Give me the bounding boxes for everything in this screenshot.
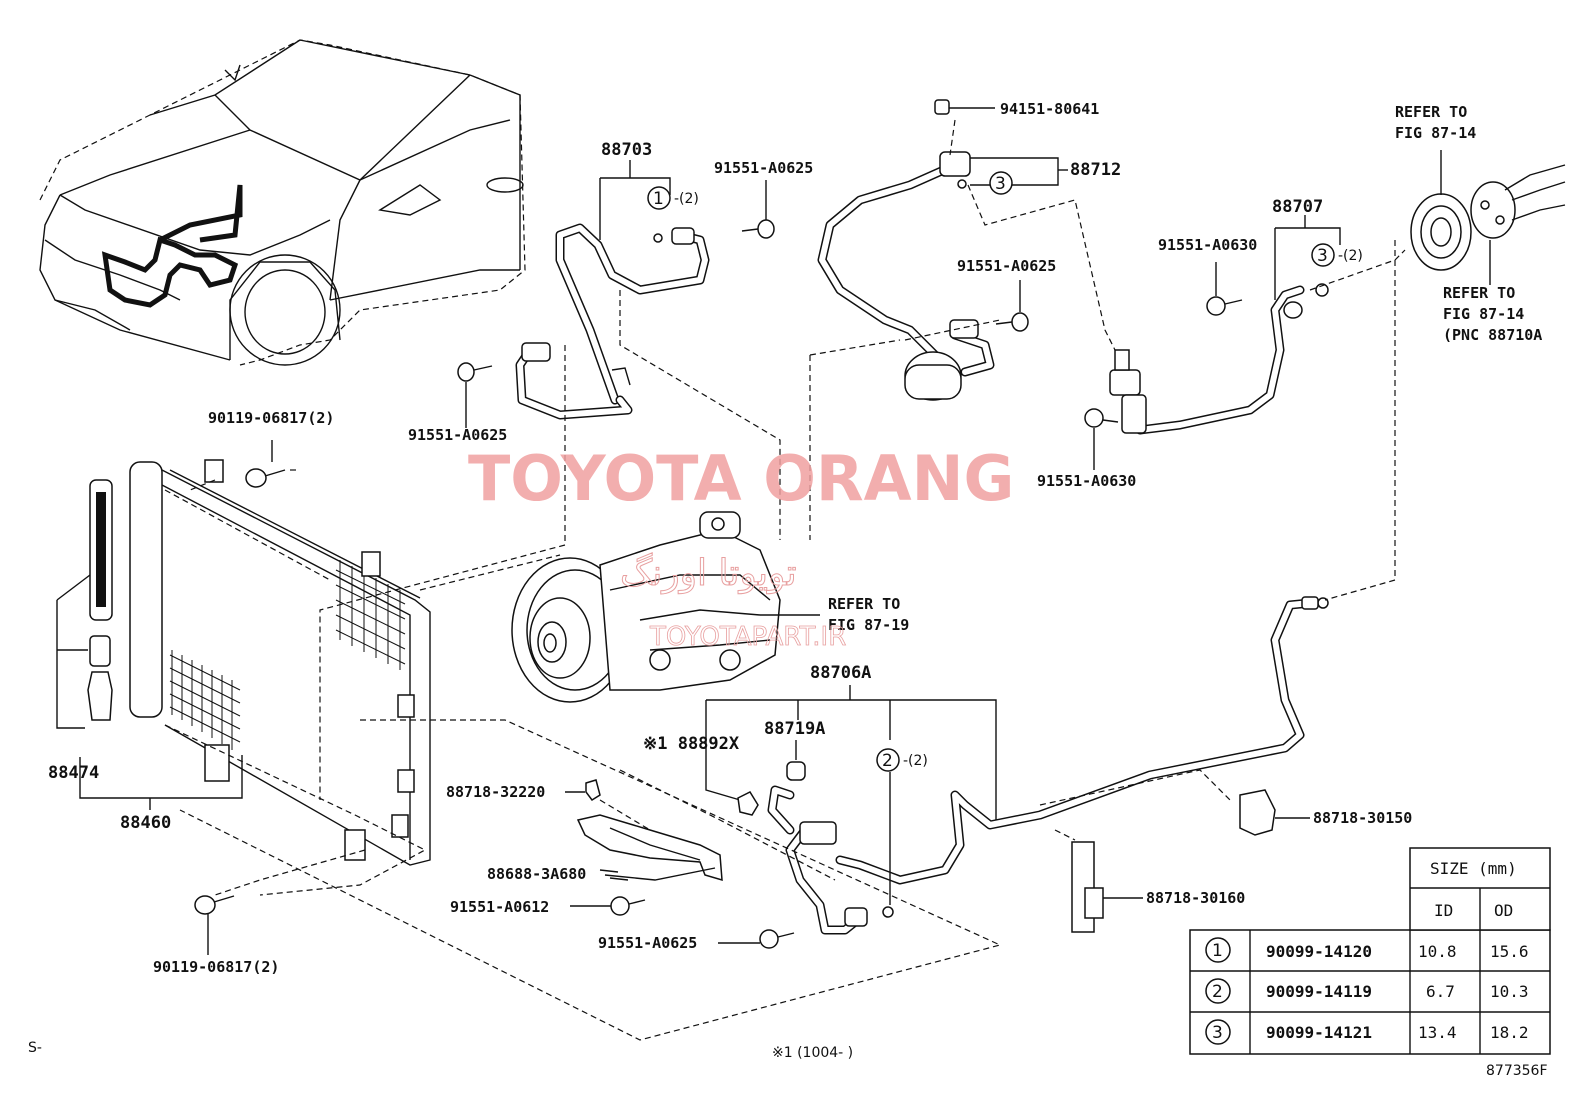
marker-circle-1: 1 -(2) [647, 186, 699, 210]
hose-88703 [515, 223, 710, 420]
clamp-88892x [737, 791, 759, 816]
label-91551-a0625-left: 91551-A0625 [408, 426, 507, 444]
label-88719a: 88719A [764, 719, 825, 739]
bolt-91551-a0625-mid [995, 280, 1029, 332]
label-fig-87-14-b: FIG 87-14 [1443, 305, 1524, 323]
figure-code: 877356F [1486, 1063, 1548, 1079]
table-row: 1 90099-14120 10.8 15.6 [1205, 937, 1529, 963]
svg-text:10.3: 10.3 [1490, 982, 1529, 1001]
label-91551-a0625-mid: 91551-A0625 [957, 257, 1056, 275]
hose-88712 [817, 99, 1068, 401]
label-fig-87-19: FIG 87-19 [828, 616, 909, 634]
label-91551-a0625-top: 91551-A0625 [714, 159, 813, 177]
label-94151-80641: 94151-80641 [1000, 100, 1099, 118]
svg-text:1: 1 [1212, 941, 1223, 961]
label-91551-a0612: 91551-A0612 [450, 898, 549, 916]
bolt-91551-a0625-left [457, 362, 493, 428]
bolt-91551-a0612 [570, 896, 646, 916]
bolt-90119-top [245, 440, 286, 488]
watermark-title: TOYOTA ORANG [468, 442, 1014, 515]
label-91551-a0630-bottom: 91551-A0630 [1037, 472, 1136, 490]
label-88712: 88712 [1070, 160, 1121, 180]
bolt-91551-a0630-bottom [1084, 408, 1119, 470]
label-88706a: 88706A [810, 663, 871, 683]
marker-circle-3-right: 3 -(2) [1311, 243, 1363, 267]
label-90119-top: 90119-06817(2) [208, 409, 334, 427]
footnote-1004: ※1 (1004- ) [772, 1045, 853, 1061]
label-90119-bottom: 90119-06817(2) [153, 958, 279, 976]
label-91551-a0630-top: 91551-A0630 [1158, 236, 1257, 254]
bracket-88718-30160 [1071, 841, 1143, 933]
label-88718-30160: 88718-30160 [1146, 889, 1245, 907]
expansion-valve [1410, 150, 1566, 285]
svg-text:3: 3 [995, 174, 1006, 194]
svg-text:-(2): -(2) [1338, 248, 1363, 264]
s-mark: S- [28, 1040, 42, 1056]
guide-lines [164, 119, 1406, 1041]
clamp-88718-32220 [565, 779, 601, 802]
label-88688-3a680: 88688-3A680 [487, 865, 586, 883]
svg-text:3: 3 [1317, 246, 1328, 266]
label-fig-87-14-a: FIG 87-14 [1395, 124, 1476, 142]
marker-circle-3-top: 3 [989, 171, 1013, 195]
receiver-parts-88474 [56, 479, 243, 810]
size-table: SIZE (mm) ID OD 1 90099-14120 10.8 15.6 … [1189, 847, 1551, 1055]
watermark-url: TOYOTAPART.IR [649, 622, 846, 652]
table-row: 2 90099-14119 6.7 10.3 [1205, 978, 1529, 1004]
bolt-91551-a0630-top [1206, 262, 1243, 316]
label-refer-to-a: REFER TO [1395, 103, 1467, 121]
table-row: 3 90099-14121 13.4 18.2 [1205, 1019, 1529, 1045]
svg-text:2: 2 [882, 751, 893, 771]
clamp-88718-30150 [1239, 789, 1310, 836]
svg-text:90099-14121: 90099-14121 [1266, 1023, 1372, 1042]
label-pnc-88710a: (PNC 88710A [1443, 326, 1542, 344]
svg-text:10.8: 10.8 [1418, 942, 1457, 961]
table-col-od: OD [1494, 901, 1513, 920]
bolt-90119-bottom [194, 895, 235, 955]
svg-text:-(2): -(2) [903, 753, 928, 769]
bolt-91551-a0625-bottom [718, 929, 795, 949]
svg-text:6.7: 6.7 [1426, 982, 1455, 1001]
svg-text:3: 3 [1212, 1023, 1223, 1043]
condenser-88460 [129, 459, 431, 866]
car-sketch [39, 39, 526, 366]
label-88703: 88703 [601, 140, 652, 160]
label-88718-32220: 88718-32220 [446, 783, 545, 801]
label-88474: 88474 [48, 763, 99, 783]
label-91551-a0625-bottom: 91551-A0625 [598, 934, 697, 952]
svg-text:1: 1 [653, 189, 664, 209]
tube-88706a [705, 596, 1329, 935]
marker-circle-2: 2 -(2) [876, 748, 928, 772]
label-88707: 88707 [1272, 197, 1323, 217]
svg-text:90099-14119: 90099-14119 [1266, 982, 1372, 1001]
label-88892x: ※1 88892X [643, 734, 740, 754]
svg-text:15.6: 15.6 [1490, 942, 1529, 961]
tube-88707 [1109, 215, 1341, 435]
table-col-id: ID [1434, 901, 1453, 920]
watermark-arabic: تويوتا اورنگ [620, 552, 797, 594]
label-refer-to-c: REFER TO [828, 595, 900, 613]
compressor [511, 511, 820, 703]
svg-text:18.2: 18.2 [1490, 1023, 1529, 1042]
bracket-88688 [576, 814, 723, 882]
svg-text:2: 2 [1212, 982, 1223, 1002]
clamp-88719a [786, 740, 806, 781]
svg-text:90099-14120: 90099-14120 [1266, 942, 1372, 961]
label-88460: 88460 [120, 813, 171, 833]
label-88718-30150: 88718-30150 [1313, 809, 1412, 827]
bolt-91551-a0625-top [741, 180, 775, 239]
label-refer-to-b: REFER TO [1443, 284, 1515, 302]
svg-text:13.4: 13.4 [1418, 1023, 1457, 1042]
table-size-header: SIZE (mm) [1430, 859, 1517, 878]
svg-text:-(2): -(2) [674, 191, 699, 207]
